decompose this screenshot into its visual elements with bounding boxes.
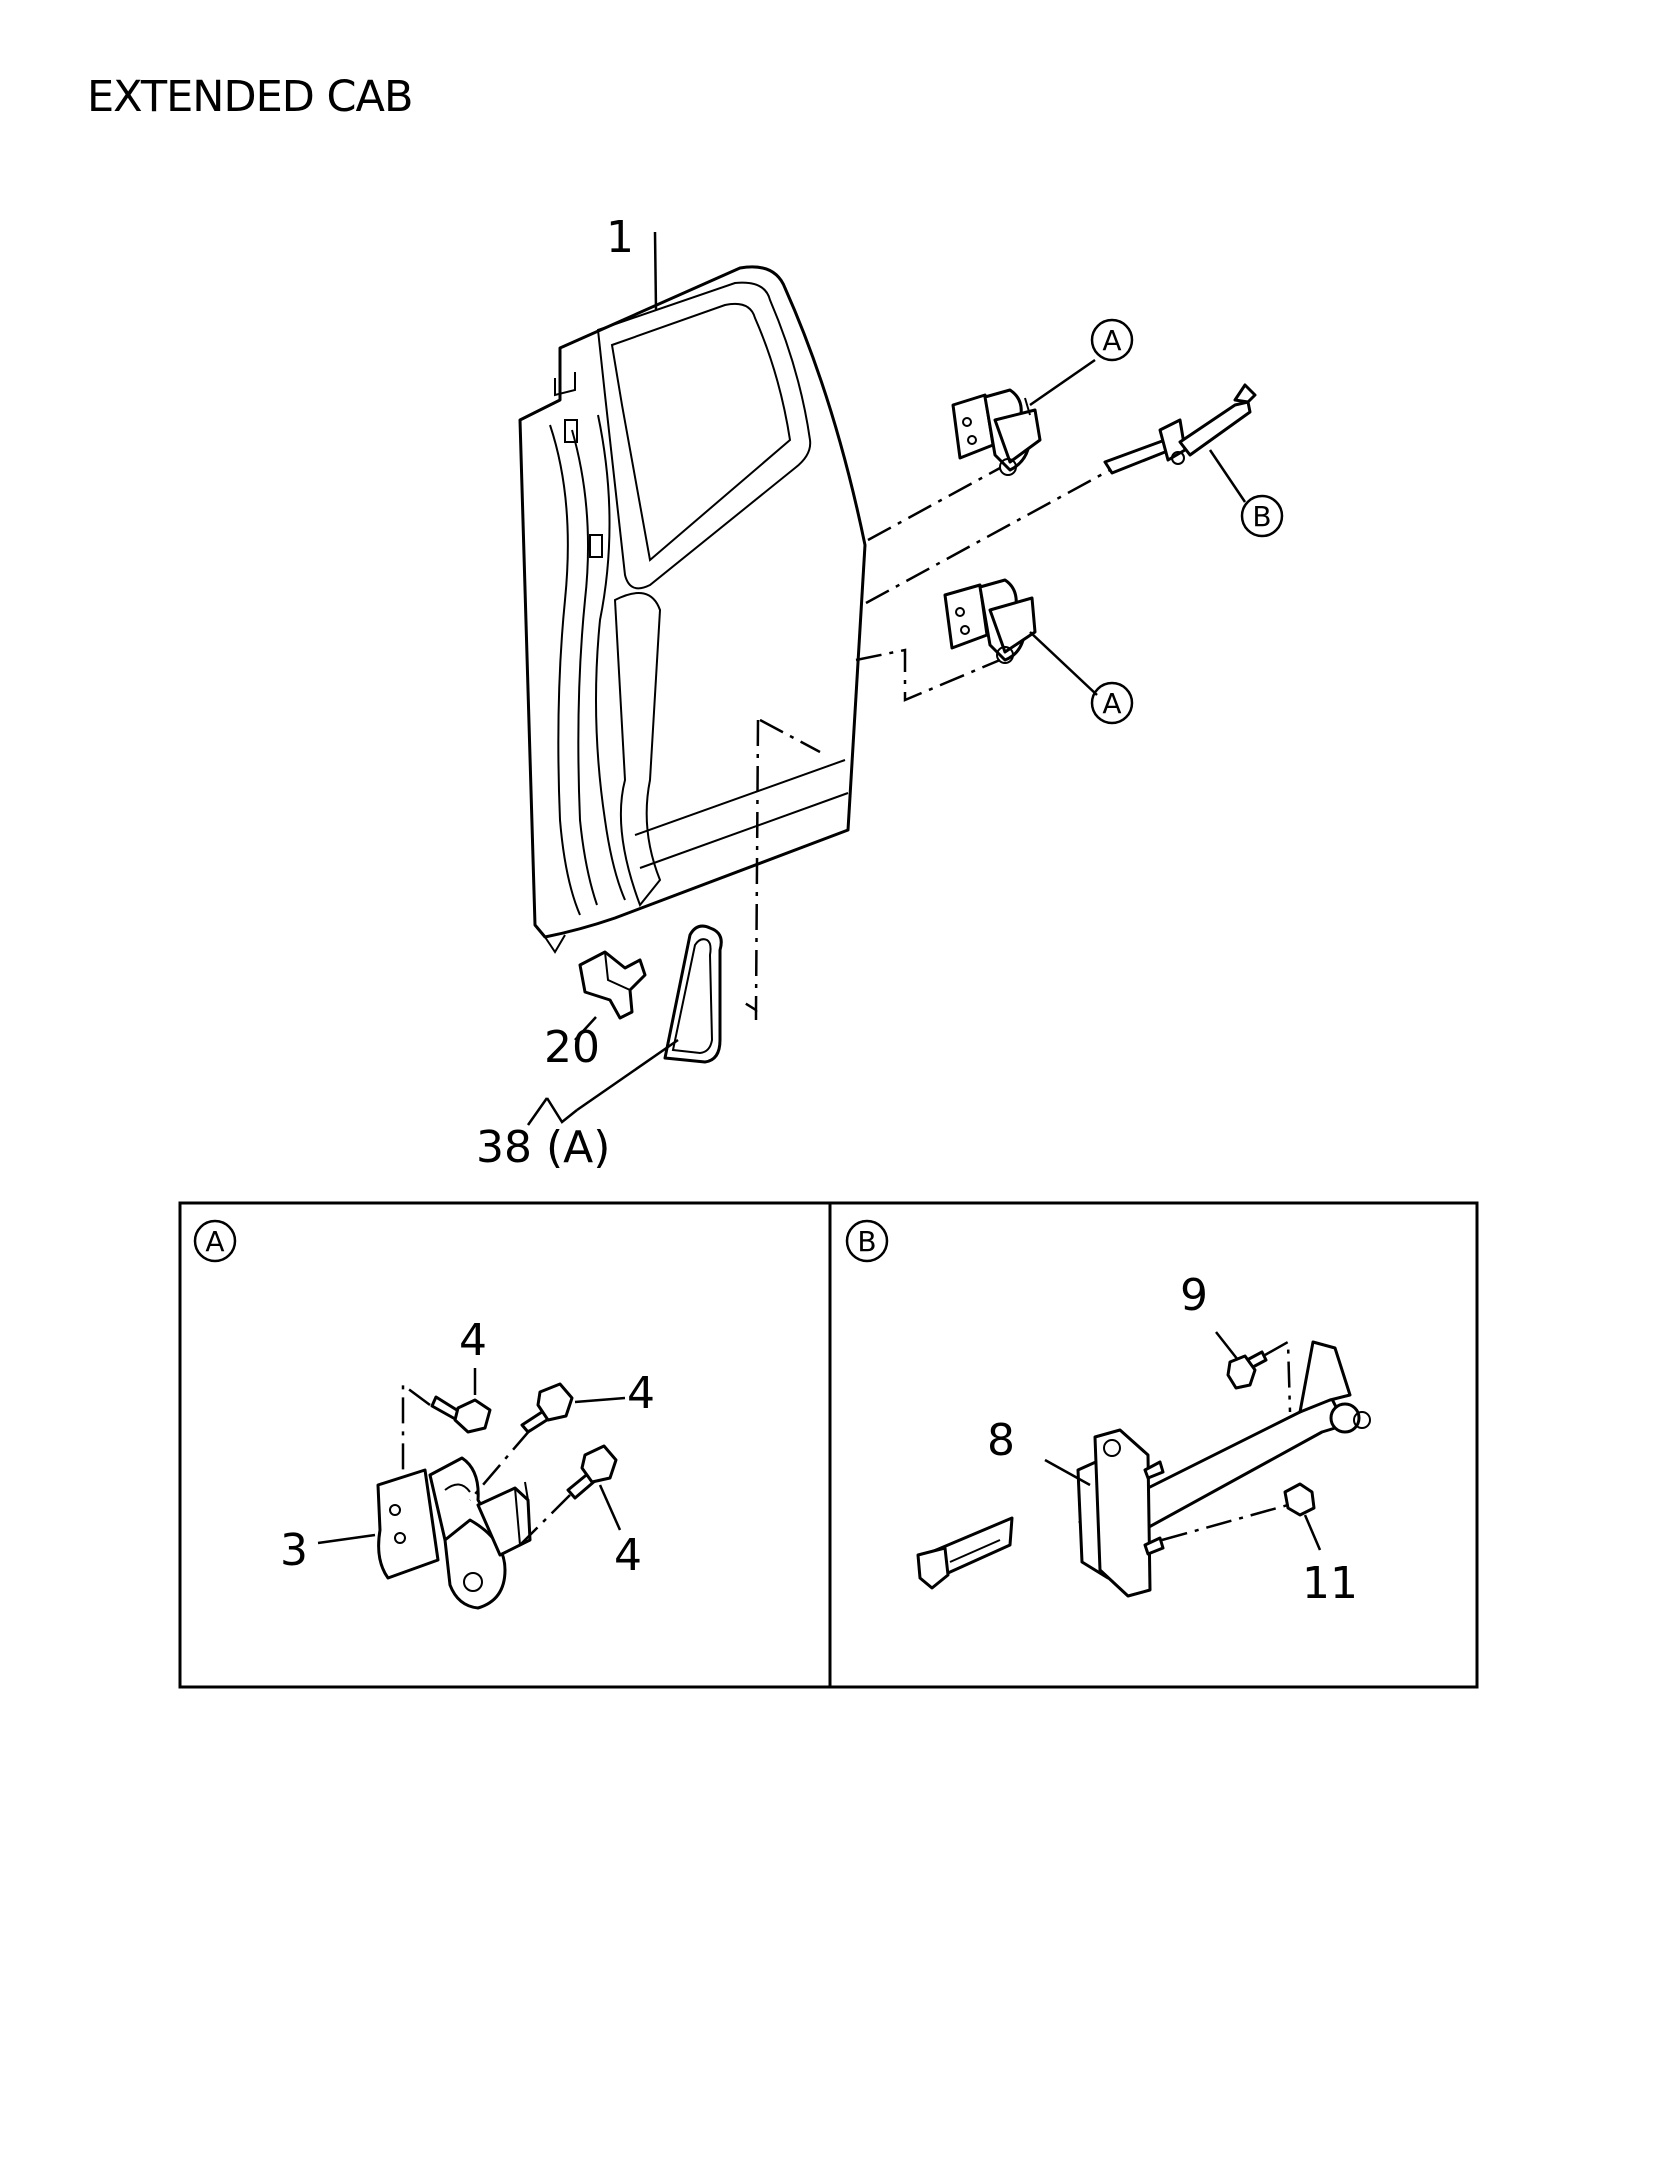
svg-text:A: A [1102,687,1121,720]
callout-door: 1 [606,212,634,263]
check-nut [1283,1482,1316,1517]
inset-frame-b [828,1201,1479,1689]
seal-clip [578,950,647,1020]
door-check-detail [916,1340,1371,1598]
inset-b-label: B [845,1219,889,1263]
svg-text:B: B [857,1225,876,1258]
hinge-bolt-right [520,1382,574,1434]
callout-seal: 20 [544,1022,600,1073]
callout-hinge-bolt-top: 4 [459,1315,487,1366]
svg-text:A: A [1102,324,1121,357]
callout-hinge-bolt-low: 4 [614,1530,642,1581]
reference-marker-hinge-upper: A [1090,318,1134,362]
inset-a-label: A [193,1219,237,1263]
door-hinge-upper [951,388,1042,476]
svg-text:A: A [205,1225,224,1258]
rear-door [518,265,867,954]
hinge-bolt-low [566,1444,618,1500]
callout-hinge: 3 [280,1525,308,1576]
reference-marker-check: B [1240,494,1284,538]
callout-hinge-bolt-right: 4 [627,1368,655,1419]
callout-kit: 38 (A) [476,1122,610,1173]
page-title: EXTENDED CAB [87,72,413,122]
hinge-bolt-top [430,1395,492,1434]
door-hinge-lower [943,578,1037,664]
weatherstrip [663,924,723,1064]
callout-check-nut: 11 [1302,1558,1358,1609]
inset-frame-a [178,1201,832,1689]
hinge-detail [376,1456,532,1610]
callout-check-bolt: 9 [1180,1270,1208,1321]
reference-marker-hinge-lower: A [1090,681,1134,725]
door-check-assembly [1103,383,1257,475]
check-bolt [1226,1350,1268,1390]
svg-text:B: B [1252,500,1271,533]
callout-check-link: 8 [987,1415,1015,1466]
